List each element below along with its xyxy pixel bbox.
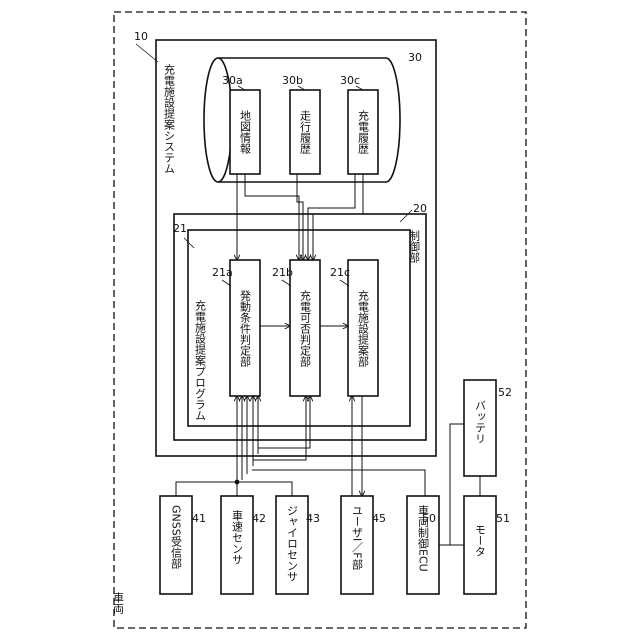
- device-gnss-ref: 41: [192, 512, 206, 525]
- db-item-charge-label: 充電履歴: [357, 109, 370, 155]
- device-motor-label: モータ: [474, 524, 487, 557]
- module-proposal-label: 充電施設提案部: [357, 289, 370, 367]
- module-trigger-label: 発動条件判定部: [239, 289, 252, 367]
- device-ecu-ref: 50: [422, 512, 436, 525]
- db-item-map-label: 地図情報: [239, 110, 252, 155]
- module-trigger-ref: 21a: [212, 266, 233, 279]
- device-ui-label: ユーザI／F部: [351, 505, 364, 570]
- db-item-charge-ref: 30c: [340, 74, 360, 87]
- device-speed-ref: 42: [252, 512, 266, 525]
- device-battery-label: バッテリ: [474, 400, 487, 444]
- db-item-travel-ref: 30b: [282, 74, 303, 87]
- device-gyro-ref: 43: [306, 512, 320, 525]
- program-label: 充電施設提案プログラム: [194, 299, 207, 421]
- vehicle-ref: 10: [134, 30, 148, 43]
- device-gnss-label: GNSS受信部: [170, 505, 183, 569]
- db-item-travel-label: 走行履歴: [299, 110, 312, 155]
- control-ref: 20: [413, 202, 427, 215]
- system-ref: 30: [408, 51, 422, 64]
- vehicle-label: 車両: [112, 591, 125, 615]
- device-battery-ref: 52: [498, 386, 512, 399]
- device-speed-label: 車速センサ: [231, 509, 244, 565]
- system-label: 充電施設提案システム: [163, 63, 176, 174]
- device-ui-ref: 45: [372, 512, 386, 525]
- device-motor-ref: 51: [496, 512, 510, 525]
- module-chargeable-label: 充電可否判定部: [299, 289, 312, 367]
- db-item-map-ref: 30a: [222, 74, 243, 87]
- module-proposal-ref: 21c: [330, 266, 350, 279]
- device-gyro-label: ジャイロセンサ: [286, 505, 299, 582]
- module-chargeable-ref: 21b: [272, 266, 293, 279]
- program-ref: 21: [173, 222, 187, 235]
